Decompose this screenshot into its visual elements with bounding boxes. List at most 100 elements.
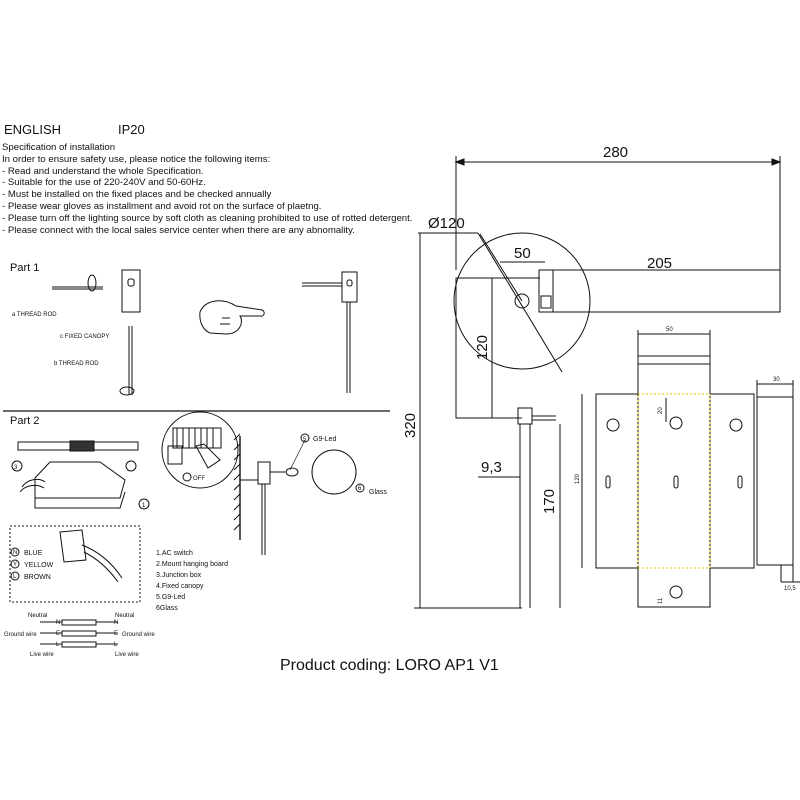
dimension-drawing <box>414 156 782 609</box>
terminal-l-right: L <box>114 642 118 648</box>
thread-rod-b-label: b THREAD ROD <box>54 361 99 367</box>
terminal-row-n <box>61 619 97 626</box>
spec-title: Specification of installation <box>2 142 116 153</box>
dim-dia-120-label: Ø120 <box>428 215 465 232</box>
dim-120-label: 120 <box>474 335 491 360</box>
wire-y-letter: Y <box>13 562 17 568</box>
terminal-block <box>59 529 87 563</box>
terminal-l-left: L <box>56 642 60 648</box>
plate-hole-bottom <box>669 585 683 599</box>
highlight-zone <box>637 393 711 569</box>
lower-socket <box>517 407 533 425</box>
part2-title: Part 2 <box>10 415 39 427</box>
terminal-ground-left: Ground wire <box>4 632 37 638</box>
legend-item: 2.Mount hanging board <box>156 561 228 568</box>
wiring-detail-box <box>9 525 141 603</box>
spec-block: Specification of installation In order t… <box>2 142 412 236</box>
pointing-hand-icon <box>199 300 265 335</box>
g9-socket <box>257 461 271 485</box>
terminal-e-left: E <box>56 631 60 637</box>
wire-blue-label: BLUE <box>24 550 43 557</box>
legend-item: 6Glass <box>156 605 178 612</box>
plate-50-label: 50 <box>666 327 673 333</box>
spec-item: - Please connect with the local sales se… <box>2 224 355 236</box>
ip-rating-label: IP20 <box>118 122 145 137</box>
glass-shade <box>311 449 357 495</box>
round-canopy <box>453 232 591 370</box>
terminal-ground-right: Ground wire <box>122 632 155 638</box>
dim-9-3-label: 9,3 <box>481 459 502 476</box>
fixed-canopy-label: c FIXED CANOPY <box>60 334 109 340</box>
terminal-n-left: N <box>56 620 60 626</box>
plate-20-label: 20 <box>658 407 664 414</box>
terminal-row-e <box>61 630 97 637</box>
wire-n-letter: N <box>13 550 17 556</box>
part1-title: Part 1 <box>10 262 39 274</box>
terminal-e-right: E <box>114 631 118 637</box>
wire-brown-label: BROWN <box>24 574 51 581</box>
plate-slot <box>737 475 743 489</box>
terminal-neutral-right: Neutral <box>115 613 134 619</box>
terminal-row-l <box>61 641 97 648</box>
dim-50-label: 50 <box>514 245 531 262</box>
spec-intro: In order to ensure safety use, please no… <box>2 153 271 165</box>
plate-hole-right <box>729 418 743 432</box>
plate-slot <box>605 475 611 489</box>
wire-l-marker <box>10 571 20 581</box>
off-label: OFF <box>193 476 205 482</box>
language-label: ENGLISH <box>4 122 62 137</box>
assembled-canopy <box>341 271 358 303</box>
plate-hole-top <box>669 416 683 430</box>
dim-205-label: 205 <box>647 255 672 272</box>
wire-yellow-label: YELLOW <box>24 562 54 569</box>
callout-3-text: 3 <box>14 465 18 471</box>
mounting-plate-drawing <box>581 330 800 608</box>
plate-120-label: 120 <box>575 473 581 484</box>
terminal-live-left: Live wire <box>30 652 54 658</box>
spec-item: - Suitable for the use of 220-240V and 5… <box>2 177 206 189</box>
wire-l-letter: L <box>13 574 17 580</box>
callout-6 <box>355 483 365 493</box>
part1-group <box>52 269 358 396</box>
spec-item: - Must be installed on the fixed places … <box>2 189 272 201</box>
fixed-canopy-part1 <box>121 269 141 313</box>
plate-30-label: 30 <box>773 377 780 383</box>
g9-led-label: G9-Led <box>313 436 336 443</box>
callout-6-text: 6 <box>358 486 362 492</box>
thread-rod-a-label: a THREAD ROD <box>12 312 57 318</box>
part2-group <box>9 411 365 648</box>
callout-2 <box>125 460 137 472</box>
off-callout <box>182 472 192 482</box>
diameter-leader <box>477 232 563 373</box>
g9-led-bulb <box>285 467 299 477</box>
wire-y-marker <box>10 559 20 569</box>
terminal-n-right: N <box>114 620 118 626</box>
wire-n-marker <box>10 547 20 557</box>
product-coding: Product coding: LORO AP1 V1 <box>280 657 499 674</box>
hand-icon <box>195 443 221 469</box>
plate-11-label: 11 <box>658 597 664 604</box>
arm-body <box>538 269 781 313</box>
glass-label: Glass <box>369 489 387 496</box>
junction-box <box>34 461 126 499</box>
callout-3 <box>11 460 23 472</box>
legend-item: 3.Junction box <box>156 572 202 579</box>
terminal-live-right: Live wire <box>115 652 139 658</box>
spec-item: - Read and understand the whole Specific… <box>2 165 204 177</box>
dim-280-label: 280 <box>603 144 628 161</box>
switch-detail-circle <box>161 411 239 489</box>
callout-5-text: 5 <box>303 437 307 443</box>
dim-170-label: 170 <box>541 489 558 514</box>
spec-item: - Please turn off the lighting source by… <box>2 212 413 224</box>
plate-10-5-label: 10,5 <box>784 586 796 592</box>
plate-slot <box>673 475 679 489</box>
callout-1-text: 1 <box>142 503 146 509</box>
callout-1 <box>138 498 150 510</box>
legend-item: 1.AC switch <box>156 550 193 557</box>
plate-hole-left <box>606 418 620 432</box>
rotate-arrow-icon <box>119 386 135 396</box>
rotate-arrow-icon <box>87 274 97 292</box>
spec-item: - Please wear gloves as installment and … <box>2 200 322 212</box>
terminal-neutral-left: Neutral <box>28 613 47 619</box>
